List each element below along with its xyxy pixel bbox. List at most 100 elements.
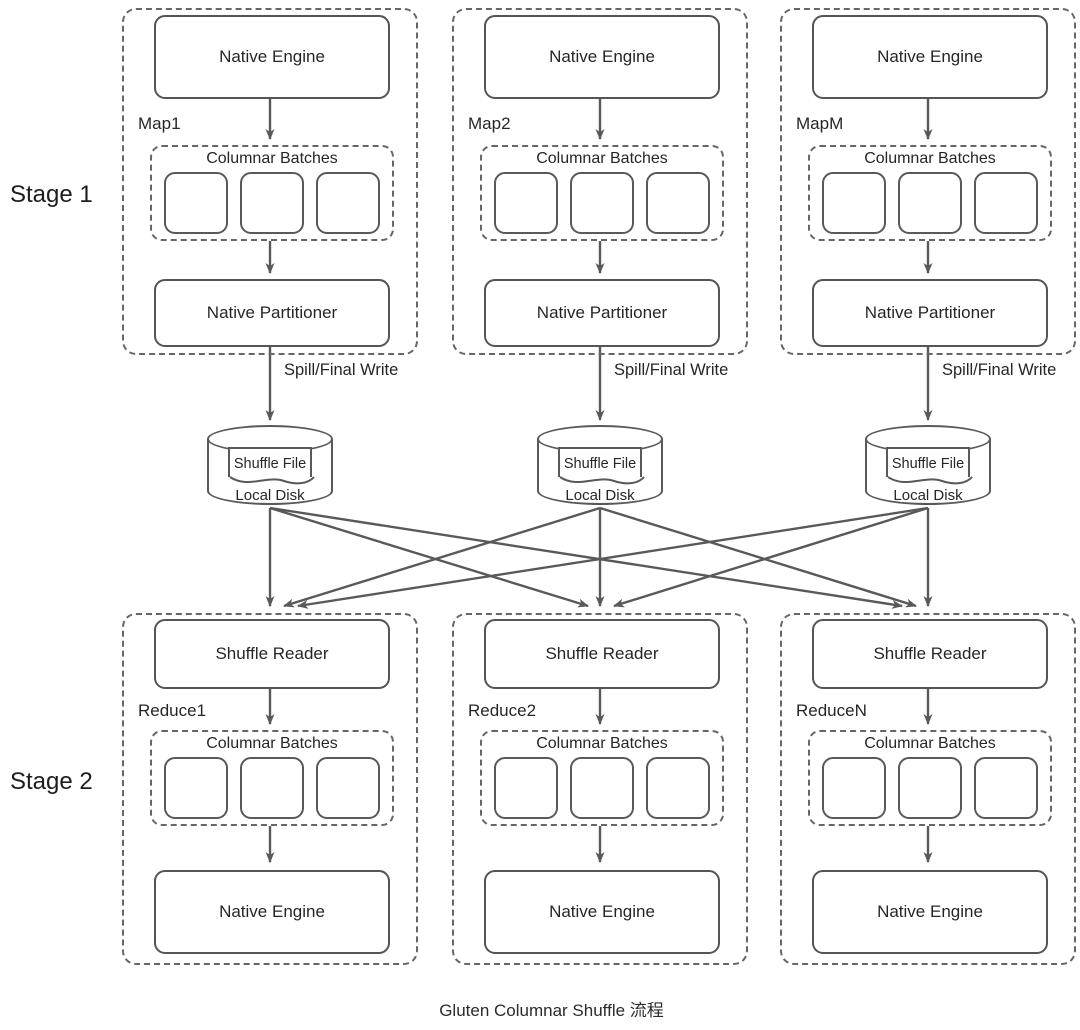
- native-engine-label: Native Engine: [549, 47, 655, 66]
- columnar-batches-label: Columnar Batches: [864, 735, 996, 752]
- batch-row: [810, 757, 1050, 819]
- map-task-group-mapm: Native Engine MapM Columnar Batches Nati…: [780, 8, 1076, 355]
- columnar-batch: [240, 172, 304, 234]
- columnar-batches-label: Columnar Batches: [536, 735, 668, 752]
- local-disk-cylinder-1: Shuffle File Local Disk: [207, 425, 333, 505]
- reduce-task-label: Reduce2: [468, 701, 537, 720]
- native-partitioner-label: Native Partitioner: [536, 303, 668, 322]
- document-wave-edge: [229, 476, 315, 485]
- shuffle-file-label: Shuffle File: [233, 456, 307, 472]
- map-task-group-map1: Native Engine Map1 Columnar Batches Nati…: [122, 8, 418, 355]
- spill-final-write-label: Spill/Final Write: [614, 361, 729, 379]
- native-engine-label: Native Engine: [219, 902, 325, 921]
- native-partitioner-box: Native Partitioner: [484, 279, 720, 347]
- native-engine-label: Native Engine: [219, 47, 325, 66]
- reduce-task-group-reduce1: Shuffle Reader Reduce1 Columnar Batches …: [122, 613, 418, 965]
- map-task-label: MapM: [796, 114, 844, 133]
- native-engine-box: Native Engine: [484, 870, 720, 954]
- columnar-batches-group: Columnar Batches: [480, 145, 724, 241]
- native-partitioner-box: Native Partitioner: [154, 279, 390, 347]
- columnar-batch: [646, 172, 710, 234]
- shuffle-arrow-disk2-reader1: [283, 506, 601, 608]
- columnar-batch: [494, 757, 558, 819]
- shuffle-reader-label: Shuffle Reader: [545, 644, 659, 663]
- shuffle-file-label: Shuffle File: [891, 456, 965, 472]
- columnar-batch: [974, 172, 1038, 234]
- shuffle-arrow-disk1-reader3: [269, 506, 903, 609]
- local-disk-label: Local Disk: [235, 487, 305, 504]
- map-task-group-map2: Native Engine Map2 Columnar Batches Nati…: [452, 8, 748, 355]
- columnar-batches-label: Columnar Batches: [864, 150, 996, 167]
- columnar-batch: [316, 172, 380, 234]
- spill-final-write-label: Spill/Final Write: [284, 361, 399, 379]
- native-engine-label: Native Engine: [877, 902, 983, 921]
- columnar-batches-group: Columnar Batches: [808, 145, 1052, 241]
- batch-row: [152, 172, 392, 234]
- stage2-label: Stage 2: [10, 768, 93, 795]
- native-engine-box: Native Engine: [154, 15, 390, 99]
- reduce-task-label: ReduceN: [796, 701, 867, 720]
- native-engine-box: Native Engine: [154, 870, 390, 954]
- columnar-batches-label: Columnar Batches: [536, 150, 668, 167]
- spill-final-write-label: Spill/Final Write: [942, 361, 1057, 379]
- reduce-task-group-reduce2: Shuffle Reader Reduce2 Columnar Batches …: [452, 613, 748, 965]
- native-partitioner-label: Native Partitioner: [206, 303, 338, 322]
- native-partitioner-label: Native Partitioner: [864, 303, 996, 322]
- shuffle-reader-box: Shuffle Reader: [484, 619, 720, 689]
- columnar-batches-label: Columnar Batches: [206, 735, 338, 752]
- batch-row: [482, 757, 722, 819]
- stage1-label: Stage 1: [10, 181, 93, 208]
- columnar-batch: [164, 172, 228, 234]
- shuffle-reader-label: Shuffle Reader: [873, 644, 987, 663]
- columnar-batches-group: Columnar Batches: [808, 730, 1052, 826]
- native-engine-label: Native Engine: [877, 47, 983, 66]
- columnar-batch: [570, 757, 634, 819]
- columnar-batch: [570, 172, 634, 234]
- columnar-batches-group: Columnar Batches: [150, 145, 394, 241]
- columnar-batch: [646, 757, 710, 819]
- columnar-batch: [974, 757, 1038, 819]
- batch-row: [810, 172, 1050, 234]
- columnar-batch: [898, 172, 962, 234]
- shuffle-arrow-disk2-reader3: [599, 506, 917, 608]
- document-wave-edge: [559, 476, 645, 485]
- columnar-batches-label: Columnar Batches: [206, 150, 338, 167]
- document-wave-edge: [887, 476, 973, 485]
- columnar-batch: [316, 757, 380, 819]
- shuffle-file-document: Shuffle File: [228, 447, 315, 485]
- shuffle-arrow-disk1-reader2: [269, 506, 589, 608]
- local-disk-cylinder-2: Shuffle File Local Disk: [537, 425, 663, 505]
- native-partitioner-box: Native Partitioner: [812, 279, 1048, 347]
- shuffle-reader-label: Shuffle Reader: [215, 644, 329, 663]
- columnar-batch: [240, 757, 304, 819]
- native-engine-box: Native Engine: [812, 870, 1048, 954]
- columnar-batch: [822, 757, 886, 819]
- native-engine-box: Native Engine: [812, 15, 1048, 99]
- map-task-label: Map1: [138, 114, 181, 133]
- shuffle-file-document: Shuffle File: [886, 447, 973, 485]
- columnar-batches-group: Columnar Batches: [480, 730, 724, 826]
- local-disk-label: Local Disk: [893, 487, 963, 504]
- columnar-batch: [898, 757, 962, 819]
- columnar-batch: [822, 172, 886, 234]
- diagram-caption: Gluten Columnar Shuffle 流程: [439, 1001, 664, 1020]
- shuffle-arrow-disk3-reader2: [613, 506, 929, 608]
- map-task-label: Map2: [468, 114, 511, 133]
- columnar-batch: [494, 172, 558, 234]
- batch-row: [152, 757, 392, 819]
- native-engine-box: Native Engine: [484, 15, 720, 99]
- reduce-task-label: Reduce1: [138, 701, 207, 720]
- shuffle-file-document: Shuffle File: [558, 447, 645, 485]
- shuffle-reader-box: Shuffle Reader: [154, 619, 390, 689]
- shuffle-arrow-disk3-reader1: [297, 506, 929, 609]
- local-disk-cylinder-3: Shuffle File Local Disk: [865, 425, 991, 505]
- native-engine-label: Native Engine: [549, 902, 655, 921]
- shuffle-file-label: Shuffle File: [563, 456, 637, 472]
- columnar-batch: [164, 757, 228, 819]
- batch-row: [482, 172, 722, 234]
- reduce-task-group-reducen: Shuffle Reader ReduceN Columnar Batches …: [780, 613, 1076, 965]
- shuffle-reader-box: Shuffle Reader: [812, 619, 1048, 689]
- local-disk-label: Local Disk: [565, 487, 635, 504]
